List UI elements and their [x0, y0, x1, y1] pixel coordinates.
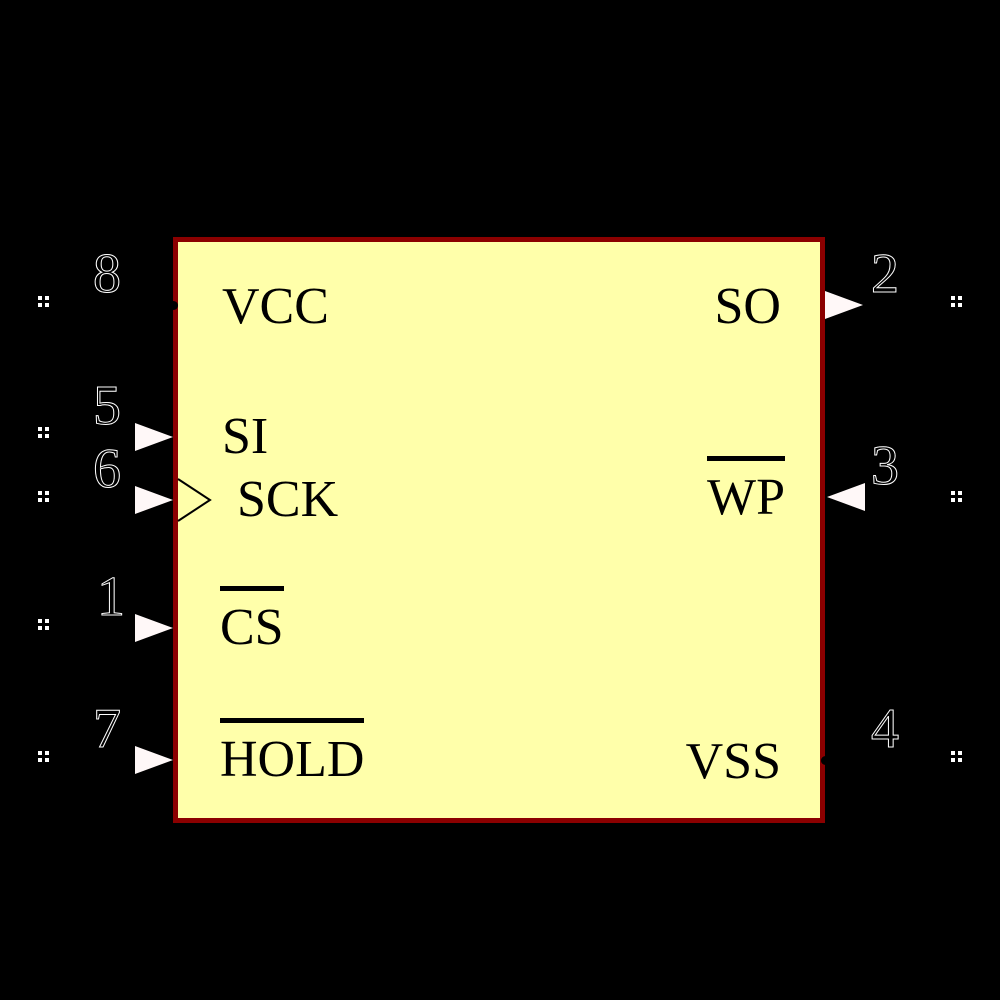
- grid-marker: [38, 296, 49, 307]
- grid-marker: [951, 491, 962, 502]
- pin-marker-vcc: [169, 301, 178, 310]
- pin-label-so-text: SO: [714, 278, 781, 335]
- pin-label-sck-text: SCK: [237, 471, 339, 528]
- pin-arrow-hold: [135, 746, 173, 774]
- pin-label-si: SI: [222, 411, 268, 463]
- pin-number-vss: 4: [871, 698, 900, 760]
- pin-marker-vss: [821, 756, 830, 765]
- pin-label-hold: HOLD: [220, 718, 365, 788]
- pin-label-vcc-text: VCC: [222, 278, 329, 335]
- component-body[interactable]: [173, 237, 825, 823]
- pin-arrow-so: [825, 291, 863, 319]
- pin-arrow-cs: [135, 614, 173, 642]
- pin-label-sck: SCK: [237, 474, 338, 526]
- grid-marker: [38, 619, 49, 630]
- pin-arrow-si: [135, 423, 173, 451]
- clock-edge-icon: [177, 478, 212, 522]
- pin-label-wp-text: WP: [707, 456, 785, 526]
- pin-number-sck: 6: [93, 438, 122, 500]
- pin-number-wp: 3: [871, 435, 900, 497]
- pin-label-vss: VSS: [686, 736, 781, 788]
- pin-label-hold-text: HOLD: [220, 718, 365, 788]
- pin-number-si: 5: [93, 375, 122, 437]
- pin-label-so: SO: [715, 281, 781, 333]
- pin-number-cs: 1: [97, 566, 126, 628]
- pin-number-hold: 7: [93, 698, 122, 760]
- pin-label-wp: WP: [707, 456, 785, 526]
- pin-arrow-wp: [827, 483, 865, 511]
- grid-marker: [38, 491, 49, 502]
- grid-marker: [951, 296, 962, 307]
- pin-number-so: 2: [871, 243, 900, 305]
- pin-number-vcc: 8: [93, 243, 122, 305]
- pin-arrow-sck: [135, 486, 173, 514]
- pin-label-cs: CS: [220, 586, 284, 656]
- pin-label-vcc: VCC: [222, 281, 329, 333]
- grid-marker: [38, 427, 49, 438]
- grid-marker: [38, 751, 49, 762]
- pin-label-si-text: SI: [222, 408, 269, 465]
- pin-label-vss-text: VSS: [685, 733, 781, 790]
- grid-marker: [951, 751, 962, 762]
- pin-label-cs-text: CS: [220, 586, 284, 656]
